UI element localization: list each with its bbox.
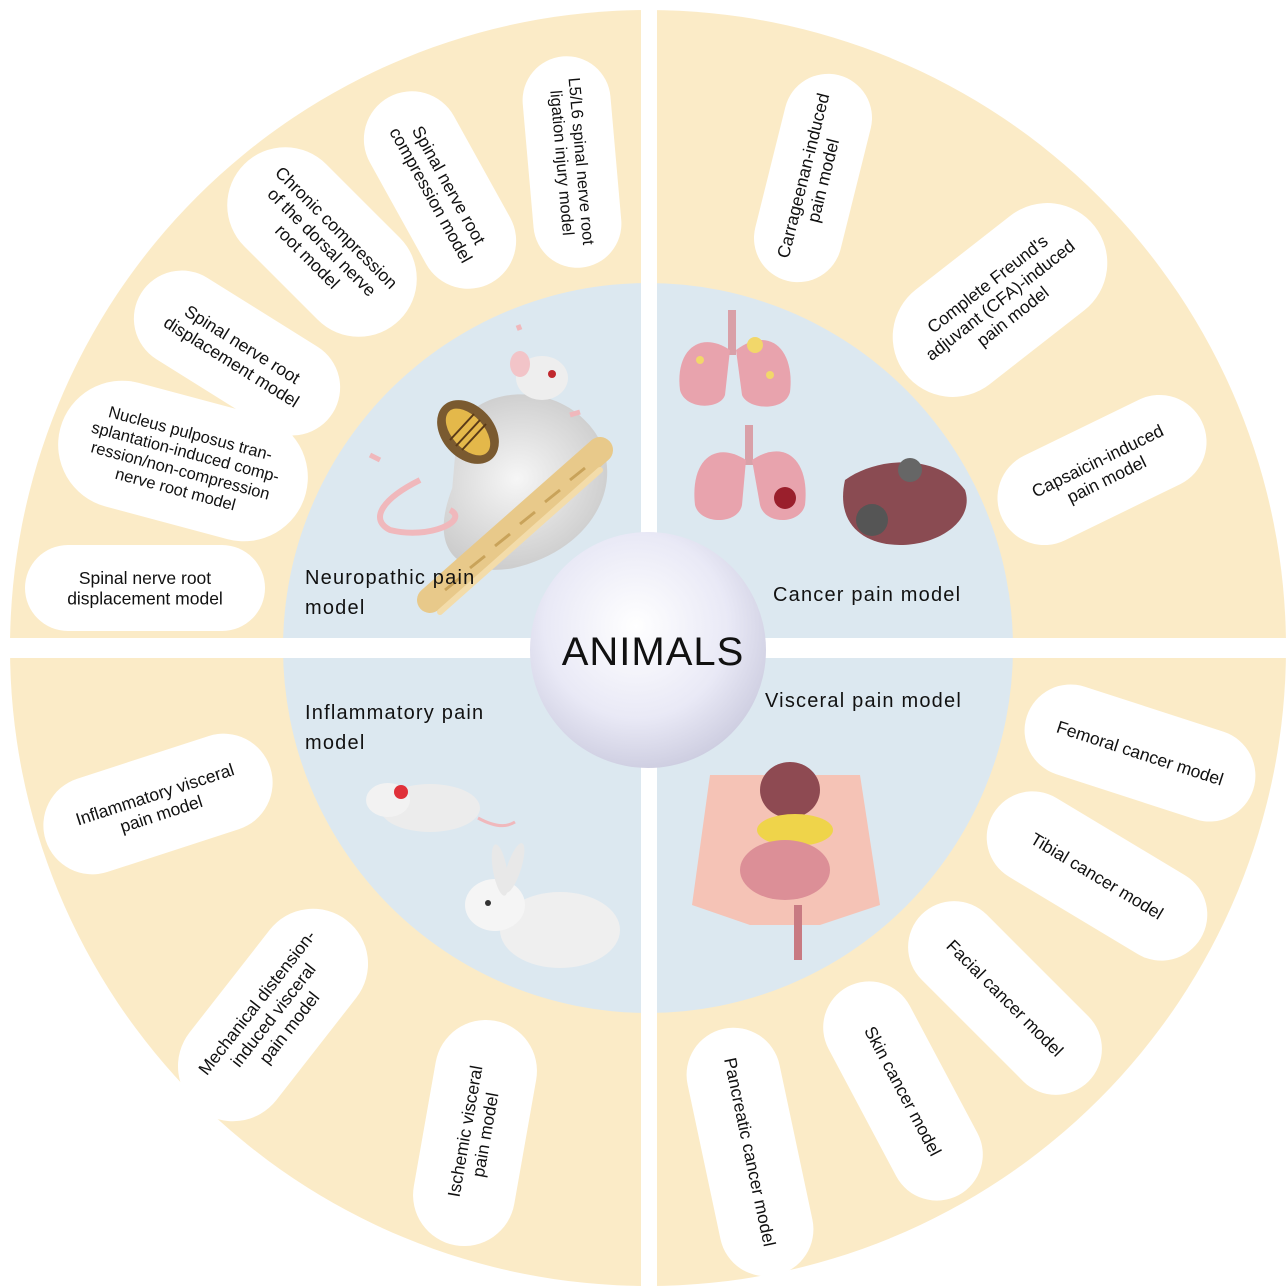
pill-label-line: Spinal nerve root [79,568,211,588]
cancer-title: Cancer pain model [773,584,961,606]
neuropathic-title: Neuropathic pain [305,567,475,589]
inflammatory-title: Inflammatory pain [305,702,484,724]
pill-label-line: displacement model [67,588,223,608]
visceral-title: Visceral pain model [765,690,962,712]
center-label: ANIMALS [562,630,745,674]
neuropathic-title: model [305,597,365,619]
inflammatory-title: model [305,732,365,754]
